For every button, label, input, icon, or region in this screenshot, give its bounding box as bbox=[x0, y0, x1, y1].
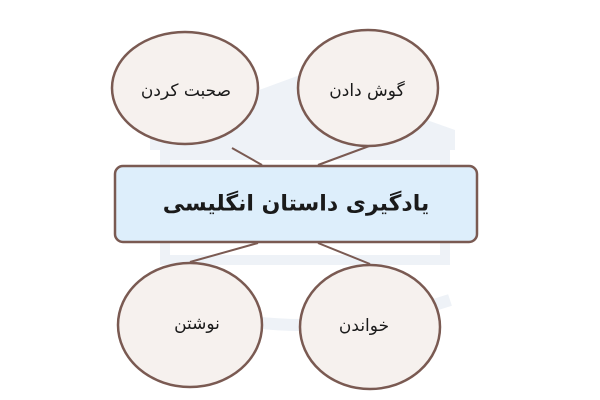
connector-speaking bbox=[231, 147, 263, 166]
node-speaking-bubble bbox=[110, 30, 260, 146]
center-box bbox=[113, 164, 479, 244]
connector-reading bbox=[317, 242, 371, 265]
node-reading-label: خواندن bbox=[338, 316, 390, 336]
node-listening-bubble bbox=[296, 28, 440, 148]
connector-listening bbox=[317, 144, 373, 166]
node-speaking-label: صحبت کردن bbox=[140, 81, 232, 101]
node-writing-bubble bbox=[116, 261, 264, 389]
node-writing-label: نوشتن bbox=[174, 314, 220, 334]
node-reading-bubble bbox=[298, 263, 442, 391]
connector-writing bbox=[189, 242, 259, 263]
node-listening-label: گوش دادن bbox=[329, 81, 405, 101]
center-label: یادگیری داستان انگلیسی bbox=[162, 191, 430, 217]
